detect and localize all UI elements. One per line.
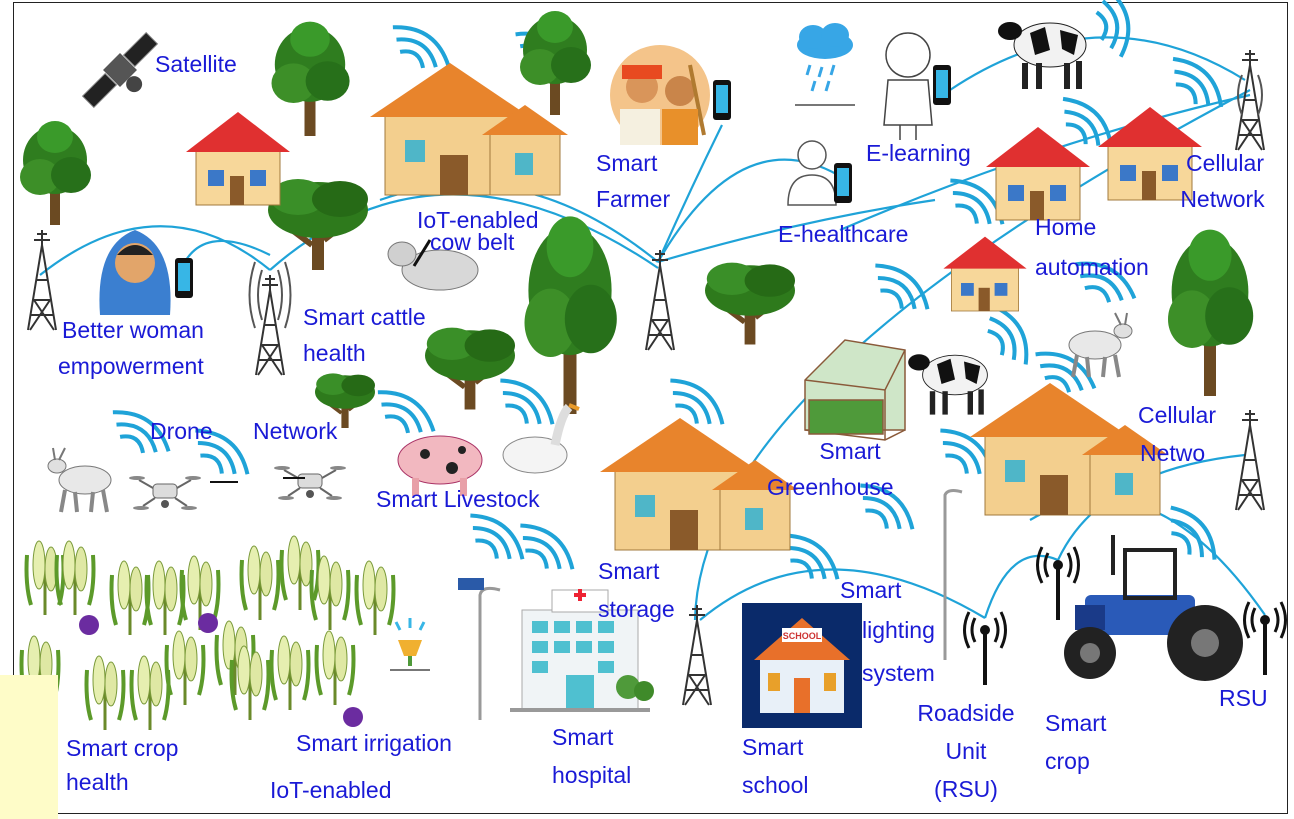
home-automation-label-1: Home (1035, 214, 1097, 240)
smart-livestock-label: Smart Livestock (376, 486, 540, 512)
roadside-unit-label-2: Unit (945, 738, 987, 764)
hospital-icon (510, 589, 654, 712)
goat-icon (46, 446, 113, 514)
pig-icon (397, 435, 483, 496)
roadside-unit-label-1: Roadside (917, 700, 1015, 726)
cellular-network-top-label-2: Network (1180, 186, 1265, 212)
smartphone-icon (713, 80, 731, 120)
smart-crop-label-1: Smart (1045, 710, 1107, 736)
smart-lighting-label-3: system (862, 660, 935, 686)
iot-cow-belt-label-1: IoT-enabled (417, 207, 539, 233)
school-icon: SCHOOL (742, 603, 862, 728)
drone-label: Drone (150, 418, 213, 444)
smart-storage-label-2: storage (598, 596, 675, 622)
rsu-label: RSU (1219, 685, 1268, 711)
smartphone-icon (175, 258, 193, 298)
school-sign: SCHOOL (783, 631, 822, 641)
tractor-icon (1064, 535, 1243, 681)
e-healthcare-label: E-healthcare (778, 221, 909, 247)
drone-icon (273, 465, 347, 501)
sprinkler-icon (390, 618, 430, 671)
satellite-label: Satellite (155, 51, 237, 77)
cellular-network-top-label-1: Cellular (1186, 150, 1264, 176)
woman-empowerment-label-1: Better woman (62, 317, 204, 343)
greenhouse-icon (804, 339, 906, 441)
cellular-network-mid-label-2: Netwo (1140, 440, 1206, 466)
smart-crop-label-2: crop (1045, 748, 1090, 774)
cow-icon (387, 239, 479, 291)
street-light-icon (458, 489, 963, 720)
e-learning-label: E-learning (866, 140, 971, 166)
doctor-icon (787, 140, 837, 206)
smart-crop-health-label-1: Smart crop (66, 735, 179, 761)
cow-icon (907, 353, 988, 416)
smart-cattle-health-label-1: Smart cattle (303, 304, 426, 330)
iot-enabled-label: IoT-enabled (270, 777, 392, 803)
smart-crop-health-label-2: health (66, 769, 129, 795)
woman-icon (99, 230, 171, 315)
smart-greenhouse-label-1: Smart (819, 438, 881, 464)
woman-empowerment-label-2: empowerment (58, 353, 204, 379)
network-label: Network (253, 418, 338, 444)
smart-greenhouse-label-2: Greenhouse (767, 474, 894, 500)
network-signal-rings (248, 74, 1263, 329)
roadside-unit-label-3: (RSU) (934, 776, 998, 802)
smart-lighting-label-1: Smart (840, 577, 902, 603)
crop-plant-icons (19, 534, 396, 732)
smart-school-label-2: school (742, 772, 809, 798)
smart-cattle-health-label-2: health (303, 340, 366, 366)
smart-storage-label-1: Smart (598, 558, 660, 584)
smart-farmer-label-2: Farmer (596, 186, 671, 212)
cow-icon (997, 21, 1087, 90)
diagram-frame (13, 2, 1288, 814)
smart-farmer-label-1: Smart (596, 150, 658, 176)
smart-lighting-label-2: lighting (862, 617, 935, 643)
cellular-network-mid-label-1: Cellular (1138, 402, 1216, 428)
smart-hospital-label-2: hospital (552, 762, 632, 788)
smart-hospital-label-1: Smart (552, 724, 614, 750)
cloud-rain-icon (795, 23, 855, 106)
sensor-dots (79, 613, 363, 727)
smart-irrigation-label: Smart irrigation (296, 730, 452, 756)
iot-cow-belt-label-2: cow belt (430, 229, 515, 255)
goose-icon (502, 403, 580, 474)
yellow-note-box (0, 675, 58, 819)
farmer-icon (610, 45, 710, 145)
smart-school-label-1: Smart (742, 734, 804, 760)
drone-icon (128, 475, 202, 511)
girl-icon (883, 32, 933, 140)
smartphone-icon (933, 65, 951, 105)
smartphone-icon (834, 163, 852, 203)
home-automation-label-2: automation (1035, 254, 1149, 280)
